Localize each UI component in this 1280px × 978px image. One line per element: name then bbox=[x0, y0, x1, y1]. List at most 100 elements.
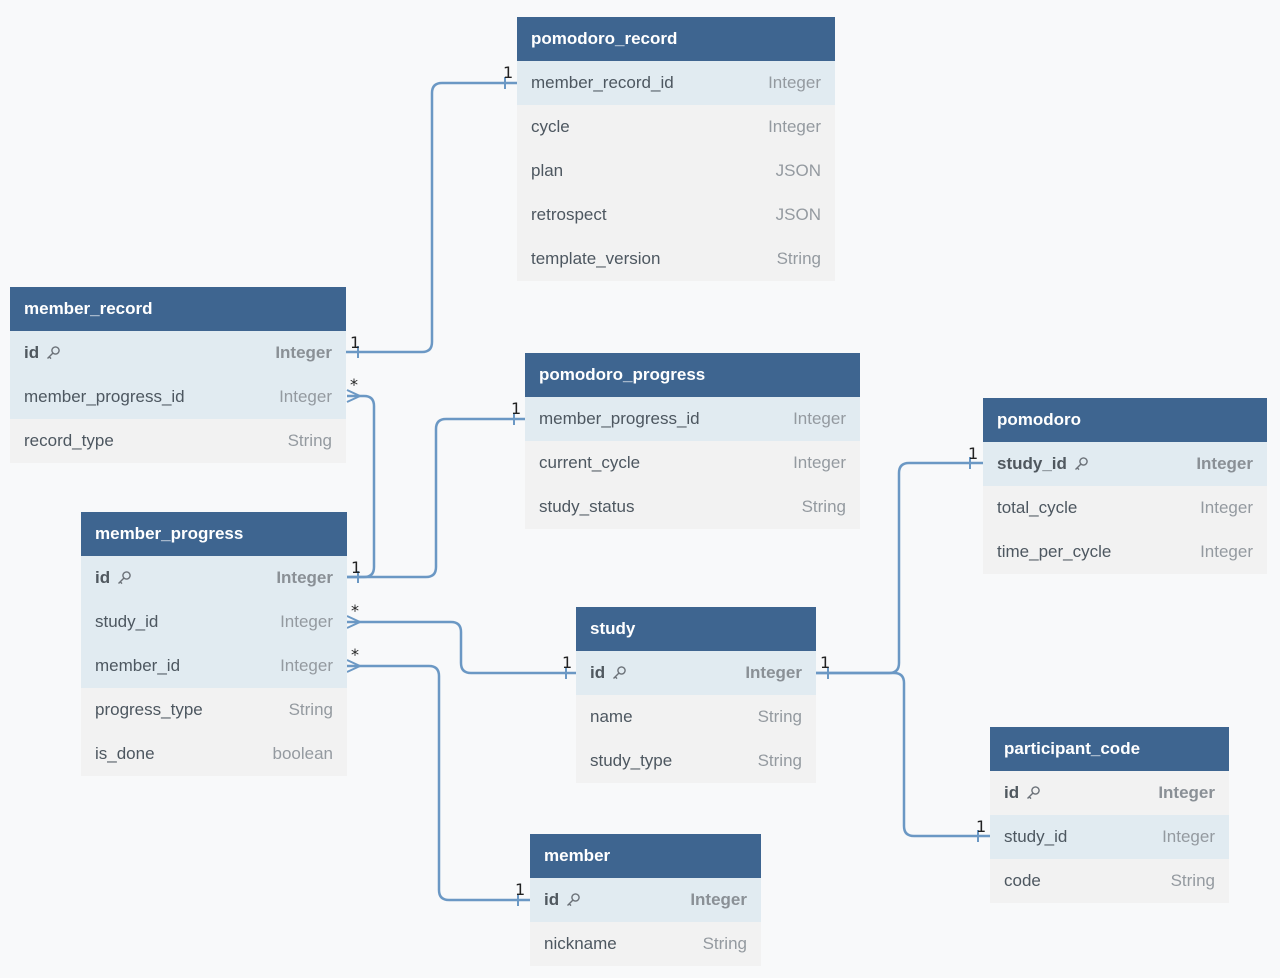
cardinality-label: 1 bbox=[976, 817, 987, 836]
field-row[interactable]: progress_type String bbox=[81, 688, 347, 732]
cardinality-label: 1 bbox=[562, 653, 573, 672]
field-row[interactable]: member_record_id Integer bbox=[517, 61, 835, 105]
field-name: id bbox=[1004, 783, 1020, 802]
field-name: current_cycle bbox=[539, 453, 641, 472]
table-study[interactable]: study id Integer name String study_type … bbox=[576, 607, 816, 783]
field-row[interactable]: id Integer bbox=[81, 556, 347, 600]
field-name: member_record_id bbox=[531, 73, 674, 92]
field-row[interactable]: study_type String bbox=[576, 739, 816, 783]
field-row[interactable]: study_id Integer bbox=[983, 442, 1267, 486]
field-row[interactable]: record_type String bbox=[10, 419, 346, 463]
field-name: retrospect bbox=[531, 205, 607, 224]
field-name-wrap: id bbox=[590, 663, 627, 683]
table-pomodoro[interactable]: pomodoro study_id Integer total_cycle In… bbox=[983, 398, 1267, 574]
field-name: member_id bbox=[95, 656, 181, 675]
field-row[interactable]: id Integer bbox=[530, 878, 761, 922]
link-member-progress-to-pomodoro-progress[interactable] bbox=[347, 417, 525, 579]
field-type: JSON bbox=[775, 205, 821, 224]
field-type: Integer bbox=[280, 612, 333, 631]
field-name: member_progress_id bbox=[24, 387, 185, 406]
field-row[interactable]: total_cycle Integer bbox=[983, 486, 1267, 530]
field-row[interactable]: study_id Integer bbox=[81, 600, 347, 644]
table-title: study bbox=[576, 607, 816, 651]
field-row[interactable]: is_done boolean bbox=[81, 732, 347, 776]
cardinality-label: 1 bbox=[503, 63, 514, 82]
field-row[interactable]: plan JSON bbox=[517, 149, 835, 193]
link-study-to-participant-code[interactable] bbox=[816, 671, 990, 838]
field-name-wrap: id bbox=[544, 890, 581, 910]
field-name: record_type bbox=[24, 431, 114, 450]
field-name: id bbox=[590, 663, 606, 682]
primary-key-icon bbox=[1073, 456, 1089, 472]
field-row[interactable]: template_version String bbox=[517, 237, 835, 281]
field-row[interactable]: code String bbox=[990, 859, 1229, 903]
field-row[interactable]: retrospect JSON bbox=[517, 193, 835, 237]
field-type: Integer bbox=[1158, 783, 1215, 802]
field-name: study_id bbox=[997, 454, 1067, 473]
table-pomodoro_record[interactable]: pomodoro_record member_record_id Integer… bbox=[517, 17, 835, 281]
table-title: pomodoro_record bbox=[517, 17, 835, 61]
field-row[interactable]: id Integer bbox=[576, 651, 816, 695]
field-row[interactable]: nickname String bbox=[530, 922, 761, 966]
field-type: String bbox=[776, 249, 821, 268]
field-type: Integer bbox=[280, 656, 333, 675]
field-row[interactable]: member_progress_id Integer bbox=[10, 375, 346, 419]
cardinality-many-marker bbox=[346, 615, 361, 629]
table-member_progress[interactable]: member_progress id Integer study_id Inte… bbox=[81, 512, 347, 776]
field-name-wrap: id bbox=[24, 343, 61, 363]
field-row[interactable]: study_status String bbox=[525, 485, 860, 529]
cardinality-label: * bbox=[351, 601, 359, 620]
field-type: String bbox=[287, 431, 332, 450]
cardinality-label: 1 bbox=[350, 333, 361, 352]
cardinality-many-marker bbox=[346, 659, 361, 673]
table-title: participant_code bbox=[990, 727, 1229, 771]
field-type: Integer bbox=[745, 663, 802, 682]
field-name: study_type bbox=[590, 751, 673, 770]
table-pomodoro_progress[interactable]: pomodoro_progress member_progress_id Int… bbox=[525, 353, 860, 529]
field-name: name bbox=[590, 707, 633, 726]
field-type: Integer bbox=[1196, 454, 1253, 473]
field-row[interactable]: member_id Integer bbox=[81, 644, 347, 688]
cardinality-label: 1 bbox=[968, 444, 979, 463]
primary-key-icon bbox=[45, 345, 61, 361]
field-name: id bbox=[95, 568, 111, 587]
field-type: Integer bbox=[793, 409, 846, 428]
field-row[interactable]: name String bbox=[576, 695, 816, 739]
field-row[interactable]: cycle Integer bbox=[517, 105, 835, 149]
field-name: member_progress_id bbox=[539, 409, 700, 428]
primary-key-icon bbox=[611, 665, 627, 681]
field-row[interactable]: time_per_cycle Integer bbox=[983, 530, 1267, 574]
table-member[interactable]: member id Integer nickname String bbox=[530, 834, 761, 966]
table-member_record[interactable]: member_record id Integer member_progress… bbox=[10, 287, 346, 463]
field-type: String bbox=[757, 751, 802, 770]
field-row[interactable]: member_progress_id Integer bbox=[525, 397, 860, 441]
field-name: id bbox=[544, 890, 560, 909]
field-type: Integer bbox=[276, 568, 333, 587]
field-type: Integer bbox=[768, 117, 821, 136]
link-member-record-to-pomodoro-record[interactable] bbox=[346, 81, 517, 354]
table-title: pomodoro bbox=[983, 398, 1267, 442]
field-row[interactable]: current_cycle Integer bbox=[525, 441, 860, 485]
field-row[interactable]: id Integer bbox=[10, 331, 346, 375]
field-name: id bbox=[24, 343, 40, 362]
table-participant_code[interactable]: participant_code id Integer study_id Int… bbox=[990, 727, 1229, 903]
field-type: Integer bbox=[1200, 542, 1253, 561]
field-type: String bbox=[702, 934, 747, 953]
field-row[interactable]: study_id Integer bbox=[990, 815, 1229, 859]
field-name: progress_type bbox=[95, 700, 203, 719]
link-member-progress-to-study[interactable] bbox=[347, 620, 576, 675]
link-member-progress-to-member[interactable] bbox=[347, 664, 530, 902]
field-name-wrap: id bbox=[1004, 783, 1041, 803]
primary-key-icon bbox=[116, 570, 132, 586]
cardinality-many-marker bbox=[346, 389, 361, 403]
table-title: member_progress bbox=[81, 512, 347, 556]
field-type: Integer bbox=[1162, 827, 1215, 846]
primary-key-icon bbox=[1025, 785, 1041, 801]
cardinality-label: * bbox=[350, 375, 358, 394]
field-type: String bbox=[288, 700, 333, 719]
link-member-record-to-member-progress[interactable] bbox=[347, 394, 376, 579]
field-row[interactable]: id Integer bbox=[990, 771, 1229, 815]
table-title: pomodoro_progress bbox=[525, 353, 860, 397]
